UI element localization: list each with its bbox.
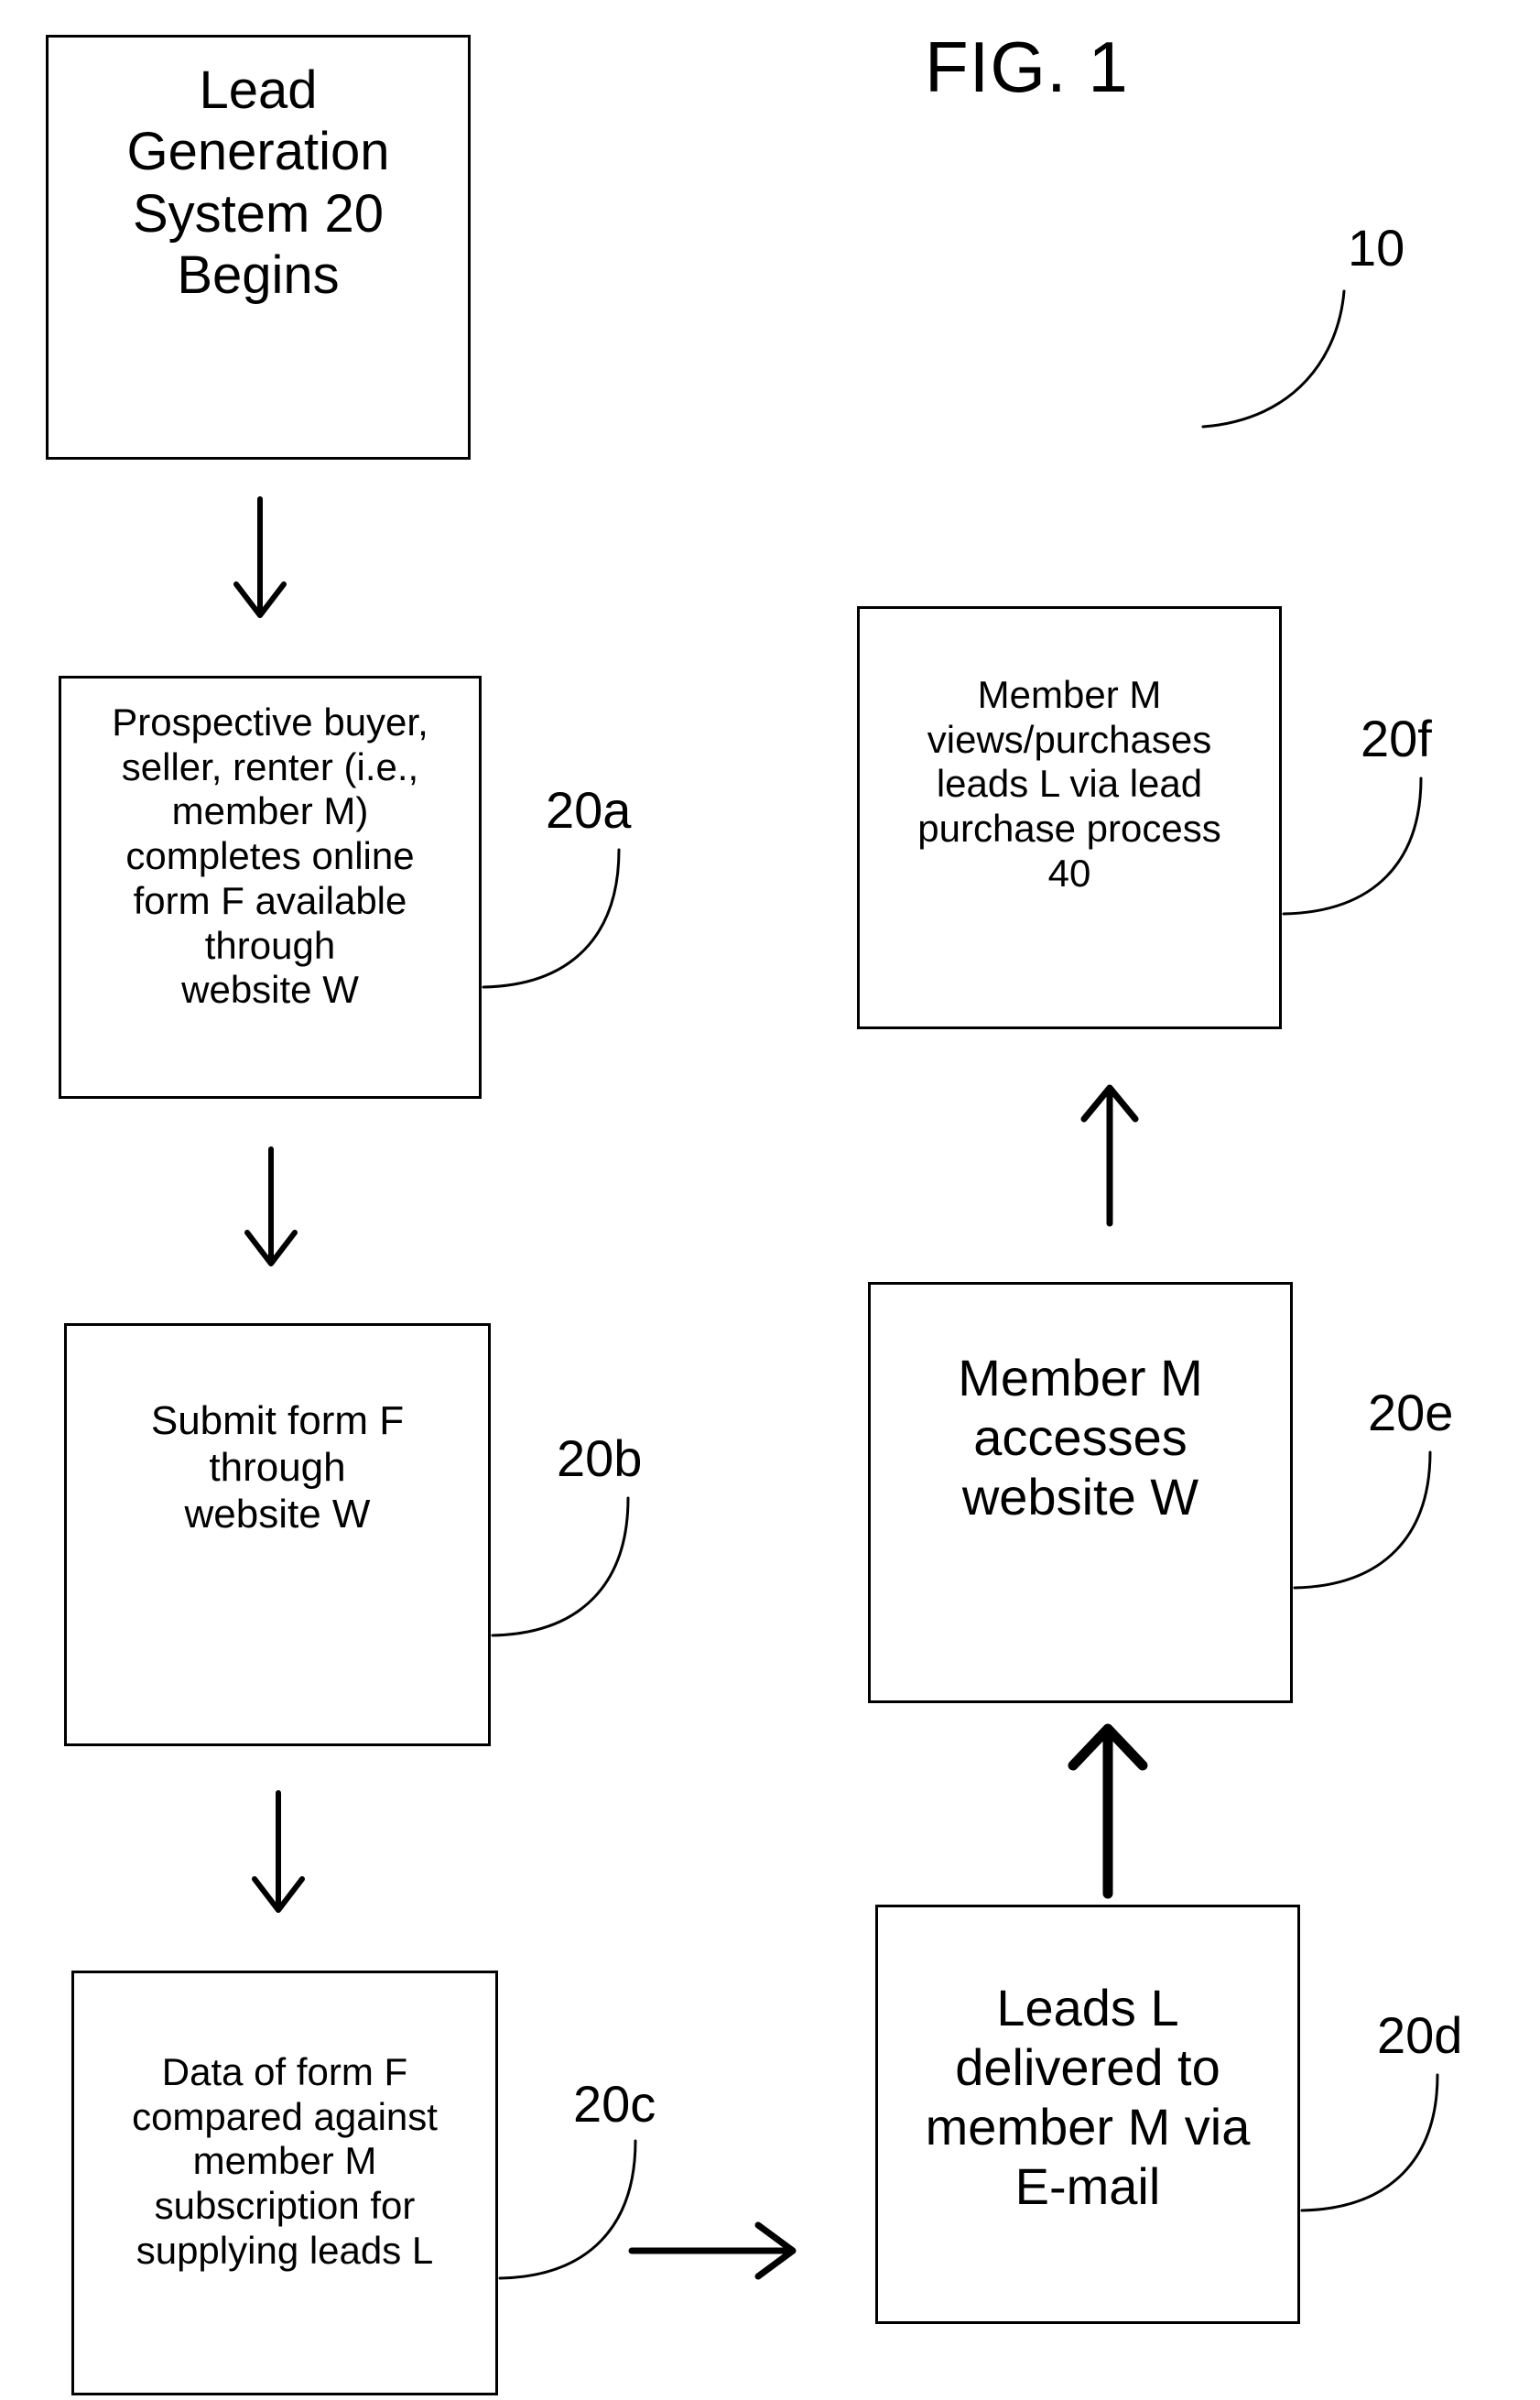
step-20f-leader <box>1284 778 1421 914</box>
step-20c-reference: 20c <box>573 2074 656 2134</box>
step-20a-box: Prospective buyer, seller, renter (i.e.,… <box>59 676 482 1099</box>
system-reference-leader <box>1203 291 1344 427</box>
step-20d-leader <box>1302 2075 1437 2210</box>
step-20f-reference: 20f <box>1361 709 1432 768</box>
arrow-start-to-20a <box>236 499 284 615</box>
step-20a-leader <box>483 850 619 987</box>
step-20c-leader <box>500 2141 635 2278</box>
arrow-20a-to-20b <box>247 1149 295 1264</box>
arrow-20e-to-20f <box>1084 1088 1135 1223</box>
step-20a-text: Prospective buyer, seller, renter (i.e.,… <box>112 700 428 1096</box>
step-20b-box: Submit form F through website W <box>64 1323 491 1746</box>
step-20e-box: Member M accesses website W <box>868 1282 1293 1703</box>
step-20f-text: Member M views/purchases leads L via lea… <box>917 673 1221 1026</box>
step-20b-reference: 20b <box>557 1428 642 1488</box>
figure-title: FIG. 1 <box>925 26 1129 109</box>
step-20e-reference: 20e <box>1368 1383 1453 1442</box>
step-20a-reference: 20a <box>546 780 631 840</box>
step-20c-text: Data of form F compared against member M… <box>132 2050 438 2393</box>
step-20b-leader <box>493 1498 628 1635</box>
step-20e-leader <box>1295 1452 1430 1588</box>
step-20d-text: Leads L delivered to member M via E-mail <box>926 1979 1251 2321</box>
step-start-box: Lead Generation System 20 Begins <box>46 35 471 460</box>
arrow-20b-to-20c <box>255 1793 302 1910</box>
step-start-text: Lead Generation System 20 Begins <box>127 60 390 457</box>
step-20c-box: Data of form F compared against member M… <box>71 1971 498 2395</box>
step-20e-text: Member M accesses website W <box>958 1349 1203 1700</box>
arrow-20c-to-20d <box>632 2225 793 2276</box>
step-20d-box: Leads L delivered to member M via E-mail <box>875 1905 1300 2324</box>
step-20f-box: Member M views/purchases leads L via lea… <box>857 606 1282 1029</box>
step-20b-text: Submit form F through website W <box>151 1397 404 1743</box>
arrow-20d-to-20e <box>1073 1729 1143 1894</box>
system-reference-numeral: 10 <box>1348 218 1404 277</box>
step-20d-reference: 20d <box>1377 2005 1462 2065</box>
